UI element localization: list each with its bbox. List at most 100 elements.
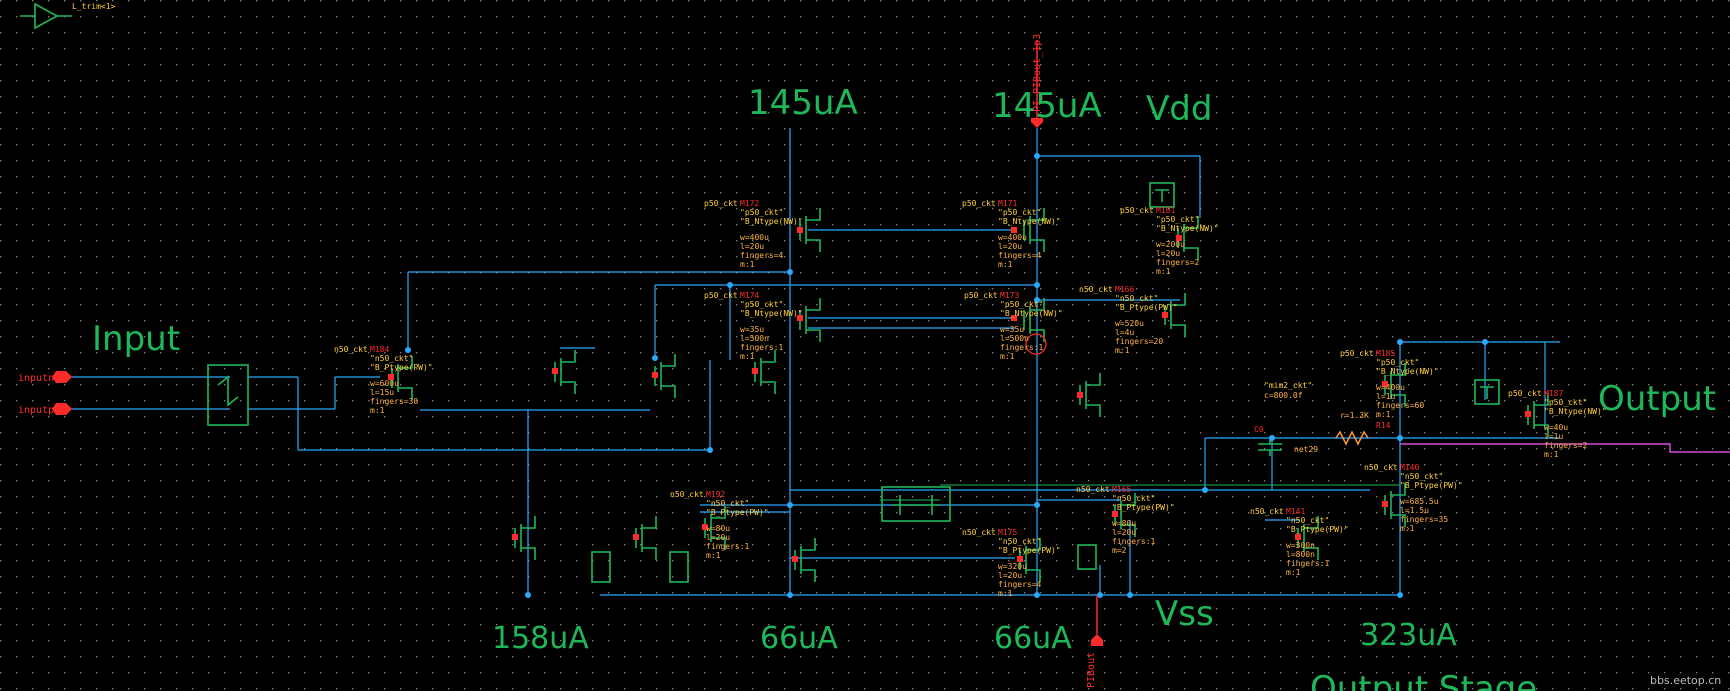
output-stage-label: Output Stage: [1310, 669, 1537, 691]
transistor-m174[interactable]: M174p50_ckt"p50_ckt""B_Ntype(NW)"w=35ul=…: [704, 291, 803, 361]
transistor-name: M173: [1000, 291, 1019, 300]
pin-pbout-top-label: PI_PIBout_1p3: [1032, 34, 1043, 112]
transistor-l: l=500n: [1000, 334, 1029, 343]
transistor-name: M192: [706, 490, 725, 499]
transistor-m181[interactable]: M181p50_ckt"p50_ckt""B_Ntype(NW)"w=200ul…: [1120, 206, 1219, 276]
transistor-sub: "B_Ntype(NW)": [1376, 367, 1439, 376]
transistor-w: w=40u: [1544, 423, 1568, 432]
transistor-labels: M172p50_ckt"p50_ckt""B_Ntype(NW)"w=400ul…: [334, 199, 1607, 598]
current-label-158: 158uA: [492, 621, 589, 656]
transistor-lib: p50_ckt: [1508, 389, 1542, 398]
transistor-name: M184: [370, 345, 389, 354]
transistor-model: "p50_ckt": [1544, 398, 1587, 407]
pin-markers: [388, 227, 1531, 562]
transistor-w: w=520u: [1115, 319, 1144, 328]
transistor-m140[interactable]: M140n50_ckt"n50_ckt""B_Ptype(PW)"w=685.5…: [1364, 463, 1463, 533]
transistor-sub: "B_Ntype(NW)": [1000, 309, 1063, 318]
transistor-m192[interactable]: M192n50_ckt"n50_ckt""B_Ptype(PW)"w=80ul=…: [670, 490, 769, 560]
junction-dots: [405, 153, 1488, 598]
cap-value: c=800.0f: [1264, 391, 1303, 400]
transistor-l: l=500n: [740, 334, 769, 343]
transistor-w: w=320u: [998, 562, 1027, 571]
transistor-l: l=1.5u: [1400, 506, 1429, 515]
transistor-l: l=20u: [998, 571, 1022, 580]
transistor-m: m:1: [1544, 450, 1559, 459]
transistor-name: M166: [1115, 285, 1134, 294]
input-label: Input: [92, 319, 180, 359]
annotation-labels: 145uA 145uA Vdd Input Output Vss 158uA 6…: [92, 83, 1716, 691]
transistor-fingers: fingers:1: [1000, 343, 1044, 352]
transistor-m165[interactable]: M165n50_ckt"n50_ckt""B_Ptype(PW)"w=80ul=…: [1076, 485, 1175, 555]
transistor-name: M172: [740, 199, 759, 208]
transistor-l: l=4u: [1115, 328, 1134, 337]
pmos-bubble: [1025, 333, 1047, 355]
transistor-fingers: fingers=30: [370, 397, 418, 406]
transistor-lib: n50_ckt: [334, 345, 368, 354]
transistor-model: "n50_ckt": [1400, 472, 1443, 481]
transistor-model: "p50_ckt": [1156, 215, 1199, 224]
transistor-model: "p50_ckt": [740, 300, 783, 309]
pin-pbout-bottom[interactable]: PIBout: [1086, 595, 1103, 688]
transistor-sub: "B_Ptype(PW)": [1286, 525, 1349, 534]
cap-model: "mim2_ckt": [1264, 381, 1312, 390]
vdd-label: Vdd: [1146, 89, 1212, 129]
transistor-lib: p50_ckt: [964, 291, 998, 300]
transistor-m: m:1: [740, 260, 755, 269]
current-label-323: 323uA: [1360, 618, 1457, 653]
transistor-fingers: fingers=4: [998, 580, 1042, 589]
pin-inputp[interactable]: inputp: [18, 403, 72, 416]
transistor-sub: "B_Ntype(NW)": [998, 217, 1061, 226]
transistor-m172[interactable]: M172p50_ckt"p50_ckt""B_Ntype(NW)"w=400ul…: [704, 199, 803, 269]
transistor-lib: p50_ckt: [704, 199, 738, 208]
transistor-sub: "B_Ptype(PW)": [706, 508, 769, 517]
transistor-m185[interactable]: M185p50_ckt"p50_ckt""B_Ntype(NW)"w=400ul…: [1340, 349, 1439, 419]
transistor-w: w=600u: [370, 379, 399, 388]
wires: [70, 128, 1560, 596]
transistor-l: l=20u: [706, 533, 730, 542]
transistor-sub: "B_Ptype(PW)": [1115, 303, 1178, 312]
transistor-lib: n50_ckt: [1079, 285, 1113, 294]
transistor-l: l=1u: [1376, 392, 1395, 401]
green-nets: [880, 484, 1400, 501]
transistor-name: M185: [1376, 349, 1395, 358]
transistor-m175[interactable]: M175n50_ckt"n50_ckt""B_Ptype(PW)"w=320ul…: [962, 528, 1061, 598]
current-label-a: 145uA: [748, 83, 858, 123]
res-name: R14: [1376, 421, 1391, 430]
transistor-m166[interactable]: M166n50_ckt"n50_ckt""B_Ptype(PW)"w=520ul…: [1079, 285, 1178, 355]
transistor-name: M175: [998, 528, 1017, 537]
transistor-m171[interactable]: M171p50_ckt"p50_ckt""B_Ntype(NW)"w=400ul…: [962, 199, 1061, 269]
transistor-l: l=20u: [740, 242, 764, 251]
net-label: net29: [1294, 445, 1318, 454]
current-label-b: 145uA: [992, 86, 1102, 126]
transistor-fingers: fingers:1: [706, 542, 750, 551]
pin-inputn[interactable]: inputn: [18, 371, 72, 384]
transistor-m187[interactable]: M187p50_ckt"p50_ckt""B_Ntype(NW)"w=40ul=…: [1508, 389, 1607, 459]
pin-inputn-label: inputn: [18, 373, 54, 384]
transistor-sub: "B_Ptype(PW)": [1400, 481, 1463, 490]
transistor-fingers: fingers=4: [998, 251, 1042, 260]
transistor-m184[interactable]: M184n50_ckt"n50_ckt""B_Ptype(PW)"w=600ul…: [334, 345, 433, 415]
pin-inputp-label: inputp: [18, 405, 54, 416]
transistor-l: l=800n: [1286, 550, 1315, 559]
transistor-model: "n50_ckt": [370, 354, 413, 363]
transistor-w: w=80u: [706, 524, 730, 533]
transistor-w: w=35u: [1000, 325, 1024, 334]
transistor-l: l=20u: [1156, 249, 1180, 258]
transistor-m: m:1: [1376, 410, 1391, 419]
transistor-lib: n50_ckt: [1364, 463, 1398, 472]
pin-pbout-top[interactable]: PI_PIBout_1p3: [1031, 34, 1043, 128]
transistor-model: "p50_ckt": [1000, 300, 1043, 309]
transistor-fingers: fingers=20: [1115, 337, 1163, 346]
transistor-m141[interactable]: M141n50_ckt"n50_ckt""B_Ptype(PW)"w=300nl…: [1250, 507, 1349, 577]
transistor-w: w=35u: [740, 325, 764, 334]
transistor-m: m:1: [1156, 267, 1171, 276]
watermark: bbs.eetop.cn: [1650, 674, 1721, 687]
res-value: r=1.3K: [1340, 411, 1369, 420]
transistor-lib: p50_ckt: [962, 199, 996, 208]
transistor-sub: "B_Ptype(PW)": [1112, 503, 1175, 512]
transistor-name: M174: [740, 291, 759, 300]
vss-label: Vss: [1155, 594, 1214, 634]
transistor-model: "n50_ckt": [998, 537, 1041, 546]
